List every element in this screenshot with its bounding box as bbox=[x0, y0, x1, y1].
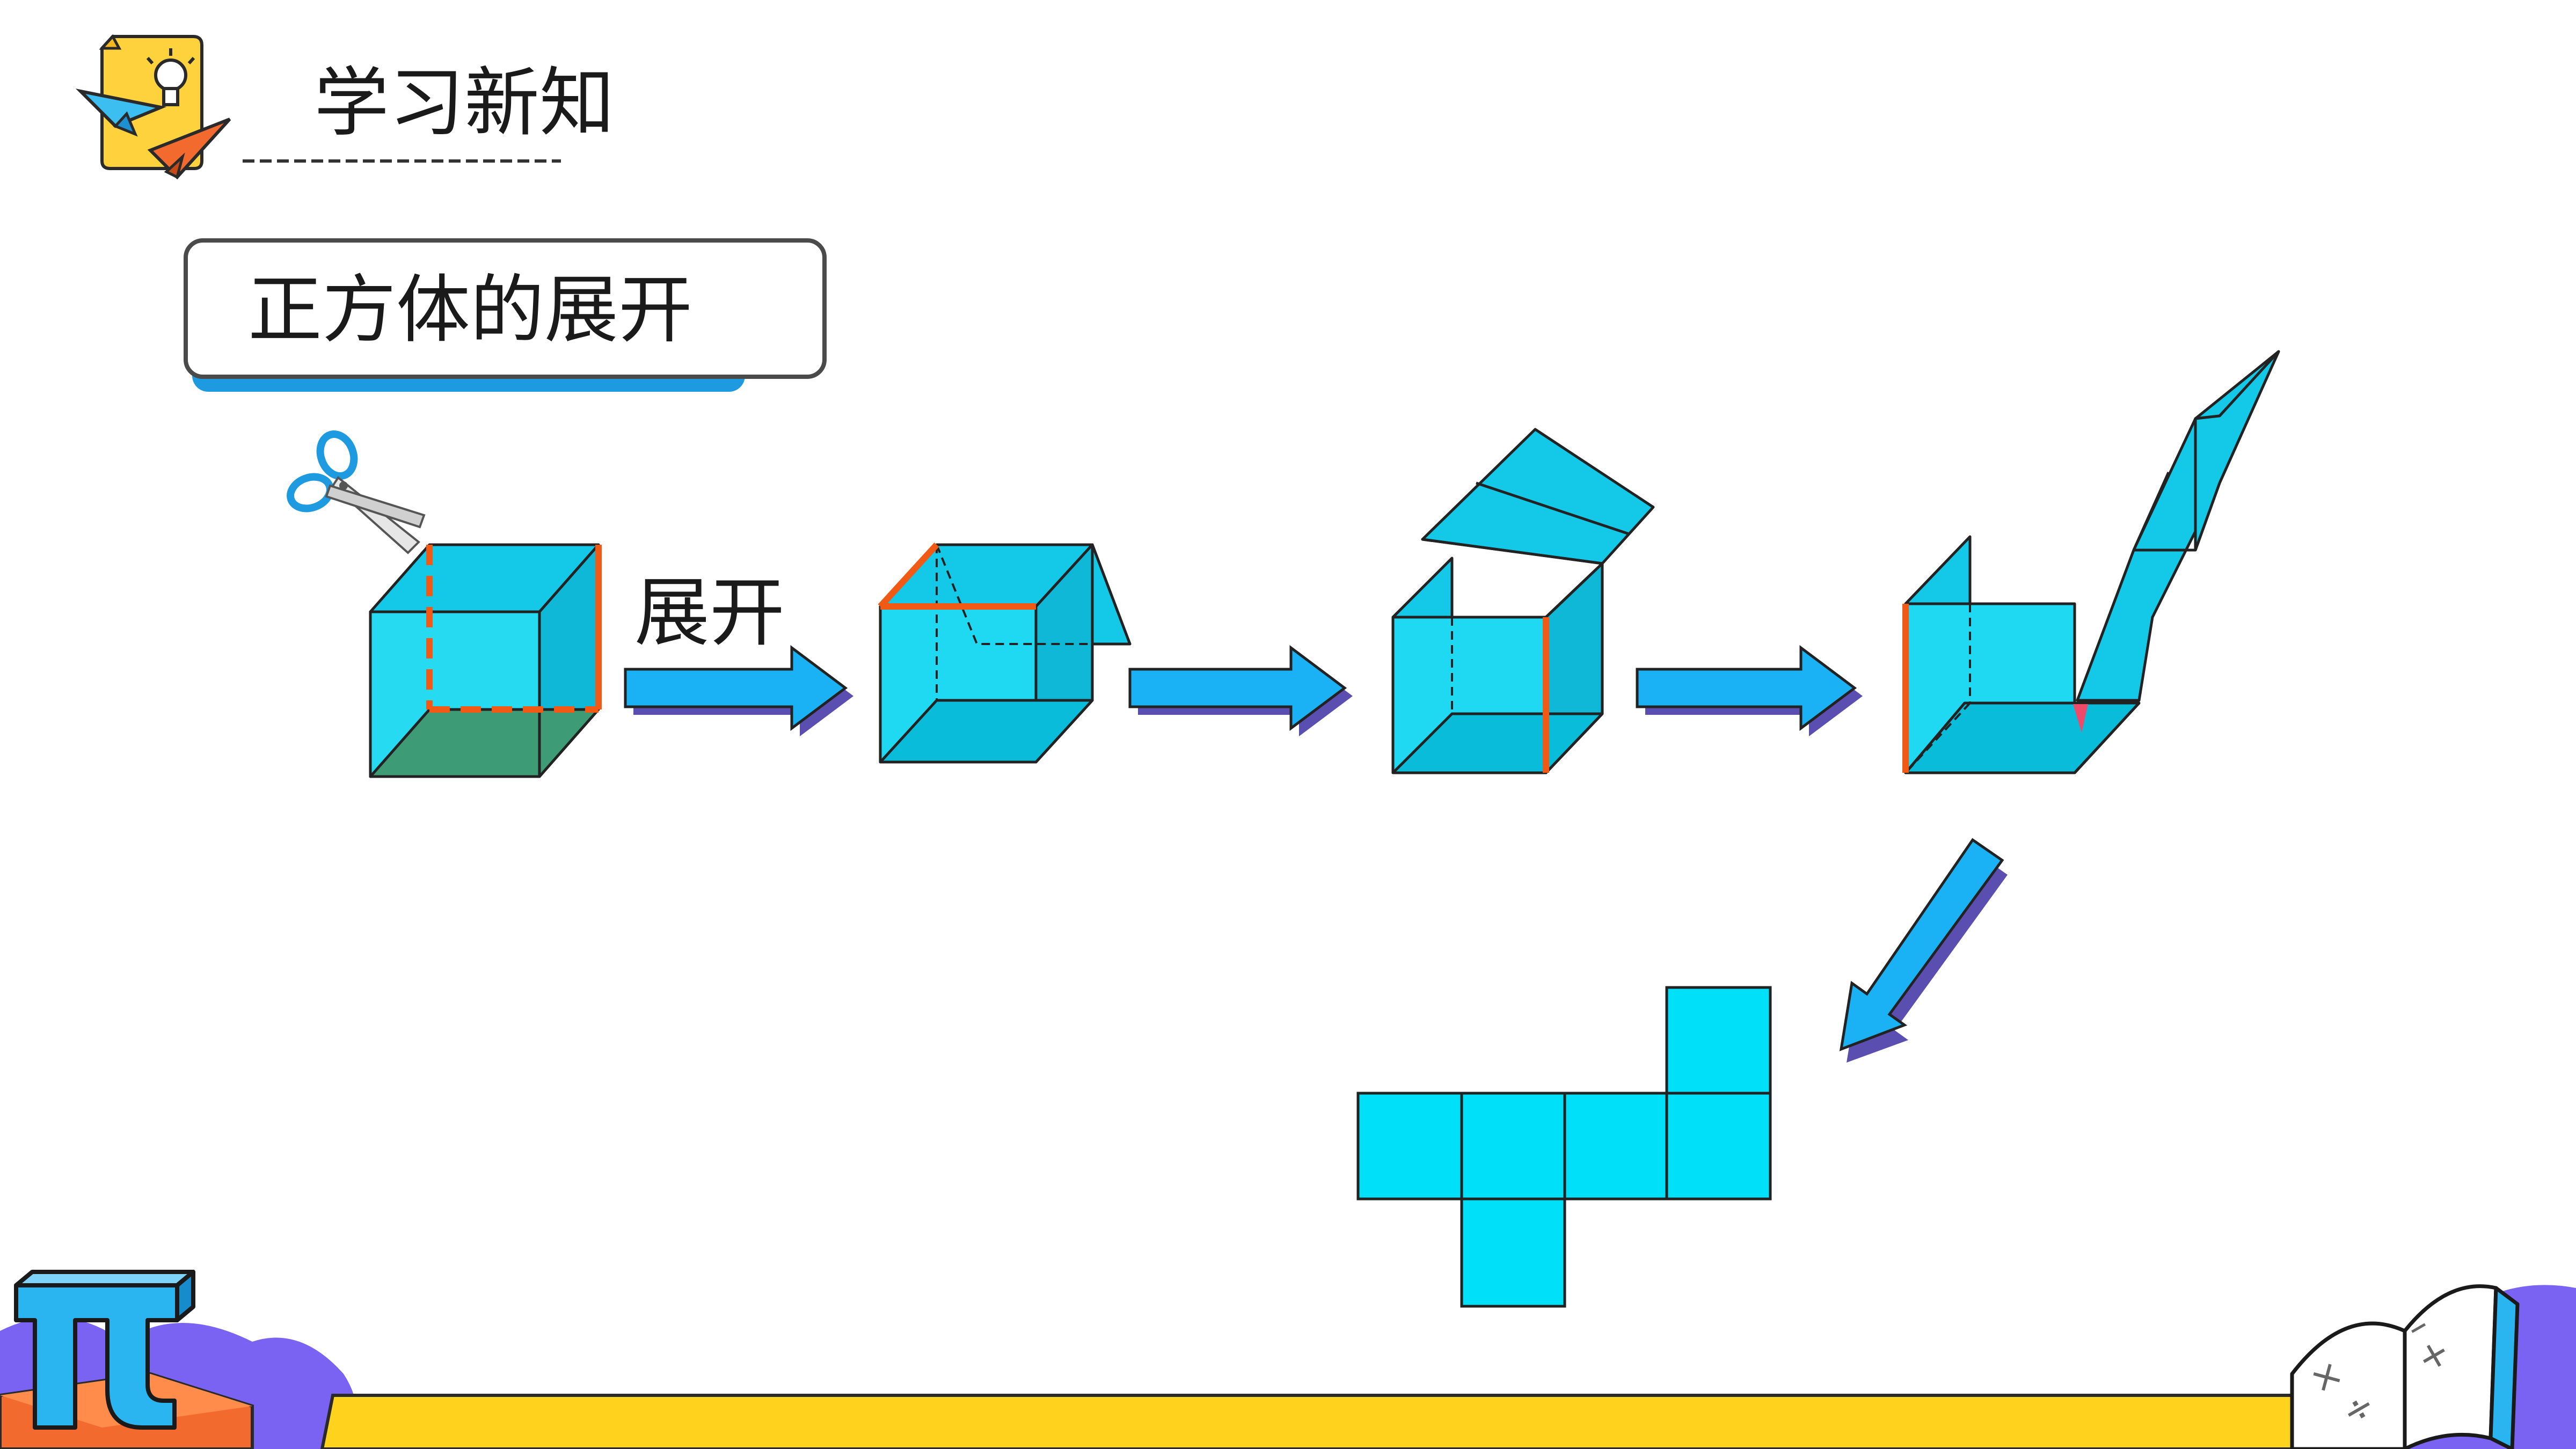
arrow-right-3 bbox=[1636, 645, 1863, 736]
net-square bbox=[1665, 1092, 1772, 1201]
arrow-right-1 bbox=[624, 645, 853, 736]
header-icon bbox=[75, 34, 231, 180]
scissors-icon bbox=[287, 430, 426, 554]
bottom-decoration bbox=[0, 1285, 2576, 1449]
cube-closed bbox=[369, 543, 600, 778]
unfold-label: 展开 bbox=[634, 569, 785, 657]
cube-opening-step-2 bbox=[1391, 428, 1655, 774]
section-label-box bbox=[184, 238, 827, 392]
cube-opening-step-1-hidden bbox=[879, 544, 1092, 763]
cube-closed-hidden-edges bbox=[369, 708, 430, 778]
pi-symbol-icon bbox=[14, 1270, 195, 1430]
arrow-right-2 bbox=[1128, 645, 1353, 736]
arrow-down-left bbox=[1839, 838, 2008, 1063]
cube-opening-step-3 bbox=[1904, 350, 2280, 774]
cube-opening-step-2-hidden bbox=[1392, 617, 1602, 774]
cube-opening-step-3-hidden bbox=[1904, 604, 2139, 774]
cube-net bbox=[1356, 986, 1772, 1308]
cut-lines-step-1 bbox=[878, 542, 1036, 610]
net-square bbox=[1356, 1092, 1463, 1201]
cut-lines bbox=[426, 545, 602, 713]
math-book-icon: × ÷ – + bbox=[2290, 1284, 2520, 1449]
pink-edge-marker bbox=[2073, 704, 2088, 733]
page-title: 学习新知 bbox=[314, 60, 615, 147]
net-square bbox=[1563, 1092, 1668, 1201]
section-label: 正方体的展开 bbox=[248, 267, 692, 353]
net-square bbox=[1460, 1092, 1566, 1201]
cube-opening-step-1 bbox=[879, 543, 1132, 764]
net-square bbox=[1665, 986, 1772, 1095]
net-square bbox=[1460, 1197, 1566, 1308]
